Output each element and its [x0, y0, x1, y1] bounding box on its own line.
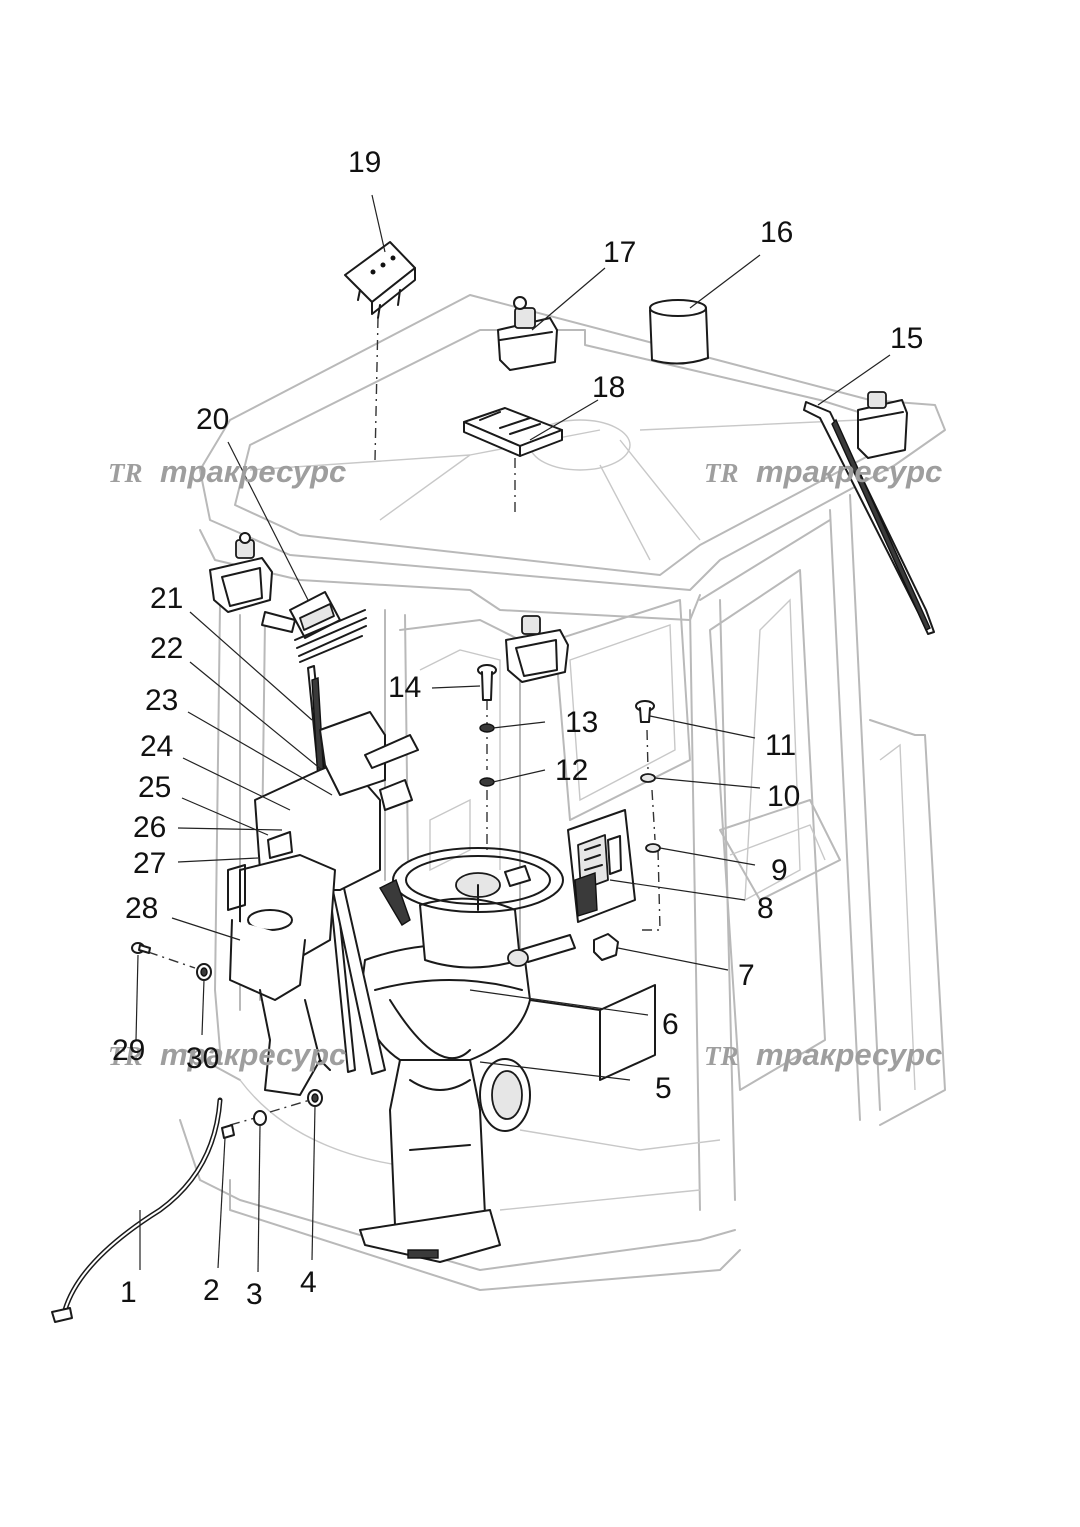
assembly-line-10 — [646, 729, 649, 771]
callout-7: 7 — [738, 959, 755, 992]
watermark-text: тракресурс — [160, 454, 346, 489]
rear-wiper-arm — [803, 401, 935, 635]
assembly-line-29 — [147, 951, 196, 969]
callout-30: 30 — [186, 1042, 219, 1075]
callout-18: 18 — [592, 371, 625, 404]
watermark-logo: TR — [108, 1041, 143, 1071]
callout-15: 15 — [890, 322, 923, 355]
washer-12 — [479, 777, 495, 787]
callout-23: 23 — [145, 684, 178, 717]
nut-9 — [645, 843, 661, 853]
washer-3 — [253, 1110, 267, 1126]
assembly-line-8 — [640, 849, 661, 931]
washer-13 — [479, 723, 495, 733]
watermark-bottom-right: TR тракресурс — [704, 1037, 942, 1072]
screw-11 — [635, 700, 655, 723]
cab-frame — [179, 294, 946, 1291]
screw-29 — [131, 942, 151, 954]
floor-box — [529, 984, 656, 1081]
callout-9: 9 — [771, 854, 788, 887]
watermark-top-left: TR тракресурс — [108, 454, 346, 489]
grommet-30 — [196, 963, 212, 981]
lower-panel — [259, 989, 331, 1096]
callout-19: 19 — [348, 146, 381, 179]
callout-11: 11 — [765, 729, 796, 762]
nut-10 — [640, 773, 656, 783]
callout-10: 10 — [767, 780, 800, 813]
bolt-14 — [477, 664, 497, 701]
watermark-text: тракресурс — [756, 1037, 942, 1072]
callout-2: 2 — [203, 1274, 220, 1307]
assembly-line-9 — [651, 789, 656, 841]
steering-console — [359, 897, 531, 1061]
callout-4: 4 — [300, 1266, 317, 1299]
watermark-logo: TR — [108, 458, 143, 488]
callout-24: 24 — [140, 730, 173, 763]
callout-28: 28 — [125, 892, 158, 925]
steering-column-pedestal — [359, 1058, 531, 1263]
callout-6: 6 — [662, 1008, 679, 1041]
callout-21: 21 — [150, 582, 183, 615]
front-center-work-light — [505, 615, 569, 683]
assembly-line-3 — [229, 1117, 256, 1126]
rear-work-light-15 — [857, 391, 908, 459]
leader-lines — [135, 194, 891, 1273]
steering-wheel — [379, 847, 564, 926]
callout-22: 22 — [150, 632, 183, 665]
watermark-logo: TR — [704, 1041, 739, 1071]
assembly-line-19 — [374, 317, 379, 461]
callout-20: 20 — [196, 403, 229, 436]
callout-5: 5 — [655, 1072, 672, 1105]
callout-17: 17 — [603, 236, 636, 269]
relay-board — [567, 809, 636, 923]
front-console — [227, 711, 419, 1001]
beacon-lamp — [649, 299, 709, 365]
callout-16: 16 — [760, 216, 793, 249]
interior-fan — [261, 591, 367, 663]
relay-7 — [593, 933, 619, 961]
roof-relay-box — [344, 241, 416, 319]
roof-work-light-17 — [497, 296, 558, 371]
callout-25: 25 — [138, 771, 171, 804]
column-stalk — [507, 934, 576, 967]
callout-14: 14 — [388, 671, 421, 704]
washer-4 — [307, 1089, 323, 1107]
connector-2 — [221, 1124, 235, 1139]
callout-29: 29 — [112, 1034, 145, 1067]
front-left-work-light — [209, 532, 273, 613]
callout-1: 1 — [120, 1276, 137, 1309]
callout-8: 8 — [757, 892, 774, 925]
watermark-logo: TR — [704, 458, 739, 488]
callout-27: 27 — [133, 847, 166, 880]
assembly-line-4 — [269, 1099, 311, 1113]
watermark-text: тракресурс — [160, 1037, 346, 1072]
callout-12: 12 — [555, 754, 588, 787]
watermark-top-right: TR тракресурс — [704, 454, 942, 489]
roof-switch-panel — [463, 407, 563, 457]
watermark-bottom-left: TR тракресурс — [108, 1037, 346, 1072]
callout-26: 26 — [133, 811, 166, 844]
cable-harness — [51, 1097, 223, 1323]
callout-numbers: 1 2 3 4 5 6 7 8 9 10 11 12 13 14 15 16 1… — [112, 146, 923, 1311]
watermark-text: тракресурс — [756, 454, 942, 489]
callout-3: 3 — [246, 1278, 263, 1311]
callout-13: 13 — [565, 706, 598, 739]
